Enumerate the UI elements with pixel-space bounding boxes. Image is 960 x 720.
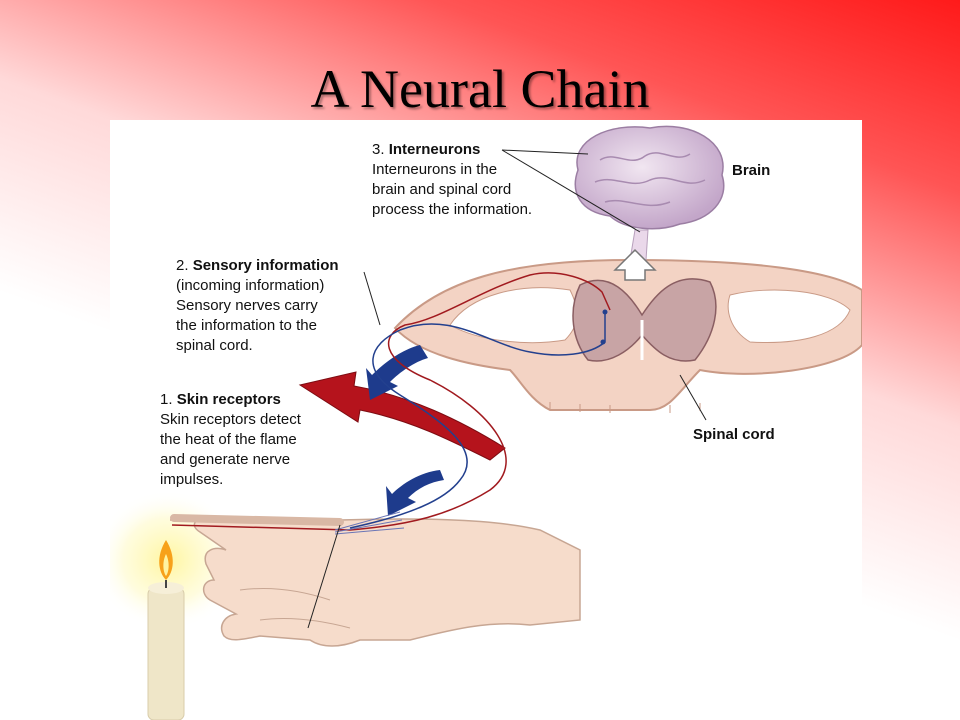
label-sensory-line: (incoming information) [176,277,325,294]
label-interneurons-line: process the information. [372,201,533,218]
label-brain: Brain [732,162,771,179]
leader-line-spinal-cord [679,374,707,421]
neural-chain-figure: 3. Interneurons Interneurons in the brai… [110,120,862,720]
label-skin-line: the heat of the flame [160,431,297,448]
label-sensory-information: 2. Sensory information (incoming informa… [176,256,396,356]
label-interneurons-line: brain and spinal cord [372,181,512,198]
label-sensory-line: Sensory nerves carry [176,297,318,314]
label-sensory-line: spinal cord. [176,337,253,354]
label-interneurons-line: Interneurons in the [372,161,498,178]
label-skin-heading: Skin receptors [176,391,281,408]
candle-icon [147,540,185,720]
leader-line-interneurons [501,149,589,155]
label-interneurons-heading: Interneurons [388,141,481,158]
neural-chain-illustration [110,125,862,720]
label-sensory-heading: Sensory information [192,257,339,274]
direction-arrow-upper [366,345,428,400]
label-skin-number: 1. [160,391,173,408]
label-sensory-number: 2. [176,257,189,274]
sensory-nerve-blue [349,310,606,529]
label-sensory-line: the information to the [176,317,317,334]
label-spinal-cord: Spinal cord [693,426,775,443]
label-skin-line: Skin receptors detect [160,411,301,428]
label-skin-line: and generate nerve [160,451,291,468]
slide-title: A Neural Chain [310,59,650,119]
spinal-cord-section [393,258,862,413]
impulse-arrow [298,371,506,461]
brain-icon [574,125,725,261]
sensory-nerve-red [171,272,611,531]
leader-line-skin [307,524,341,629]
label-interneurons: 3. Interneurons Interneurons in the brai… [372,140,612,220]
direction-arrow-lower [386,470,444,516]
ascending-arrow [613,248,657,281]
hand-icon [170,514,581,647]
label-interneurons-number: 3. [372,141,385,158]
label-skin-receptors: 1. Skin receptors Skin receptors detect … [160,390,350,490]
leader-line-sensory [363,271,381,326]
label-skin-line: impulses. [160,471,224,488]
